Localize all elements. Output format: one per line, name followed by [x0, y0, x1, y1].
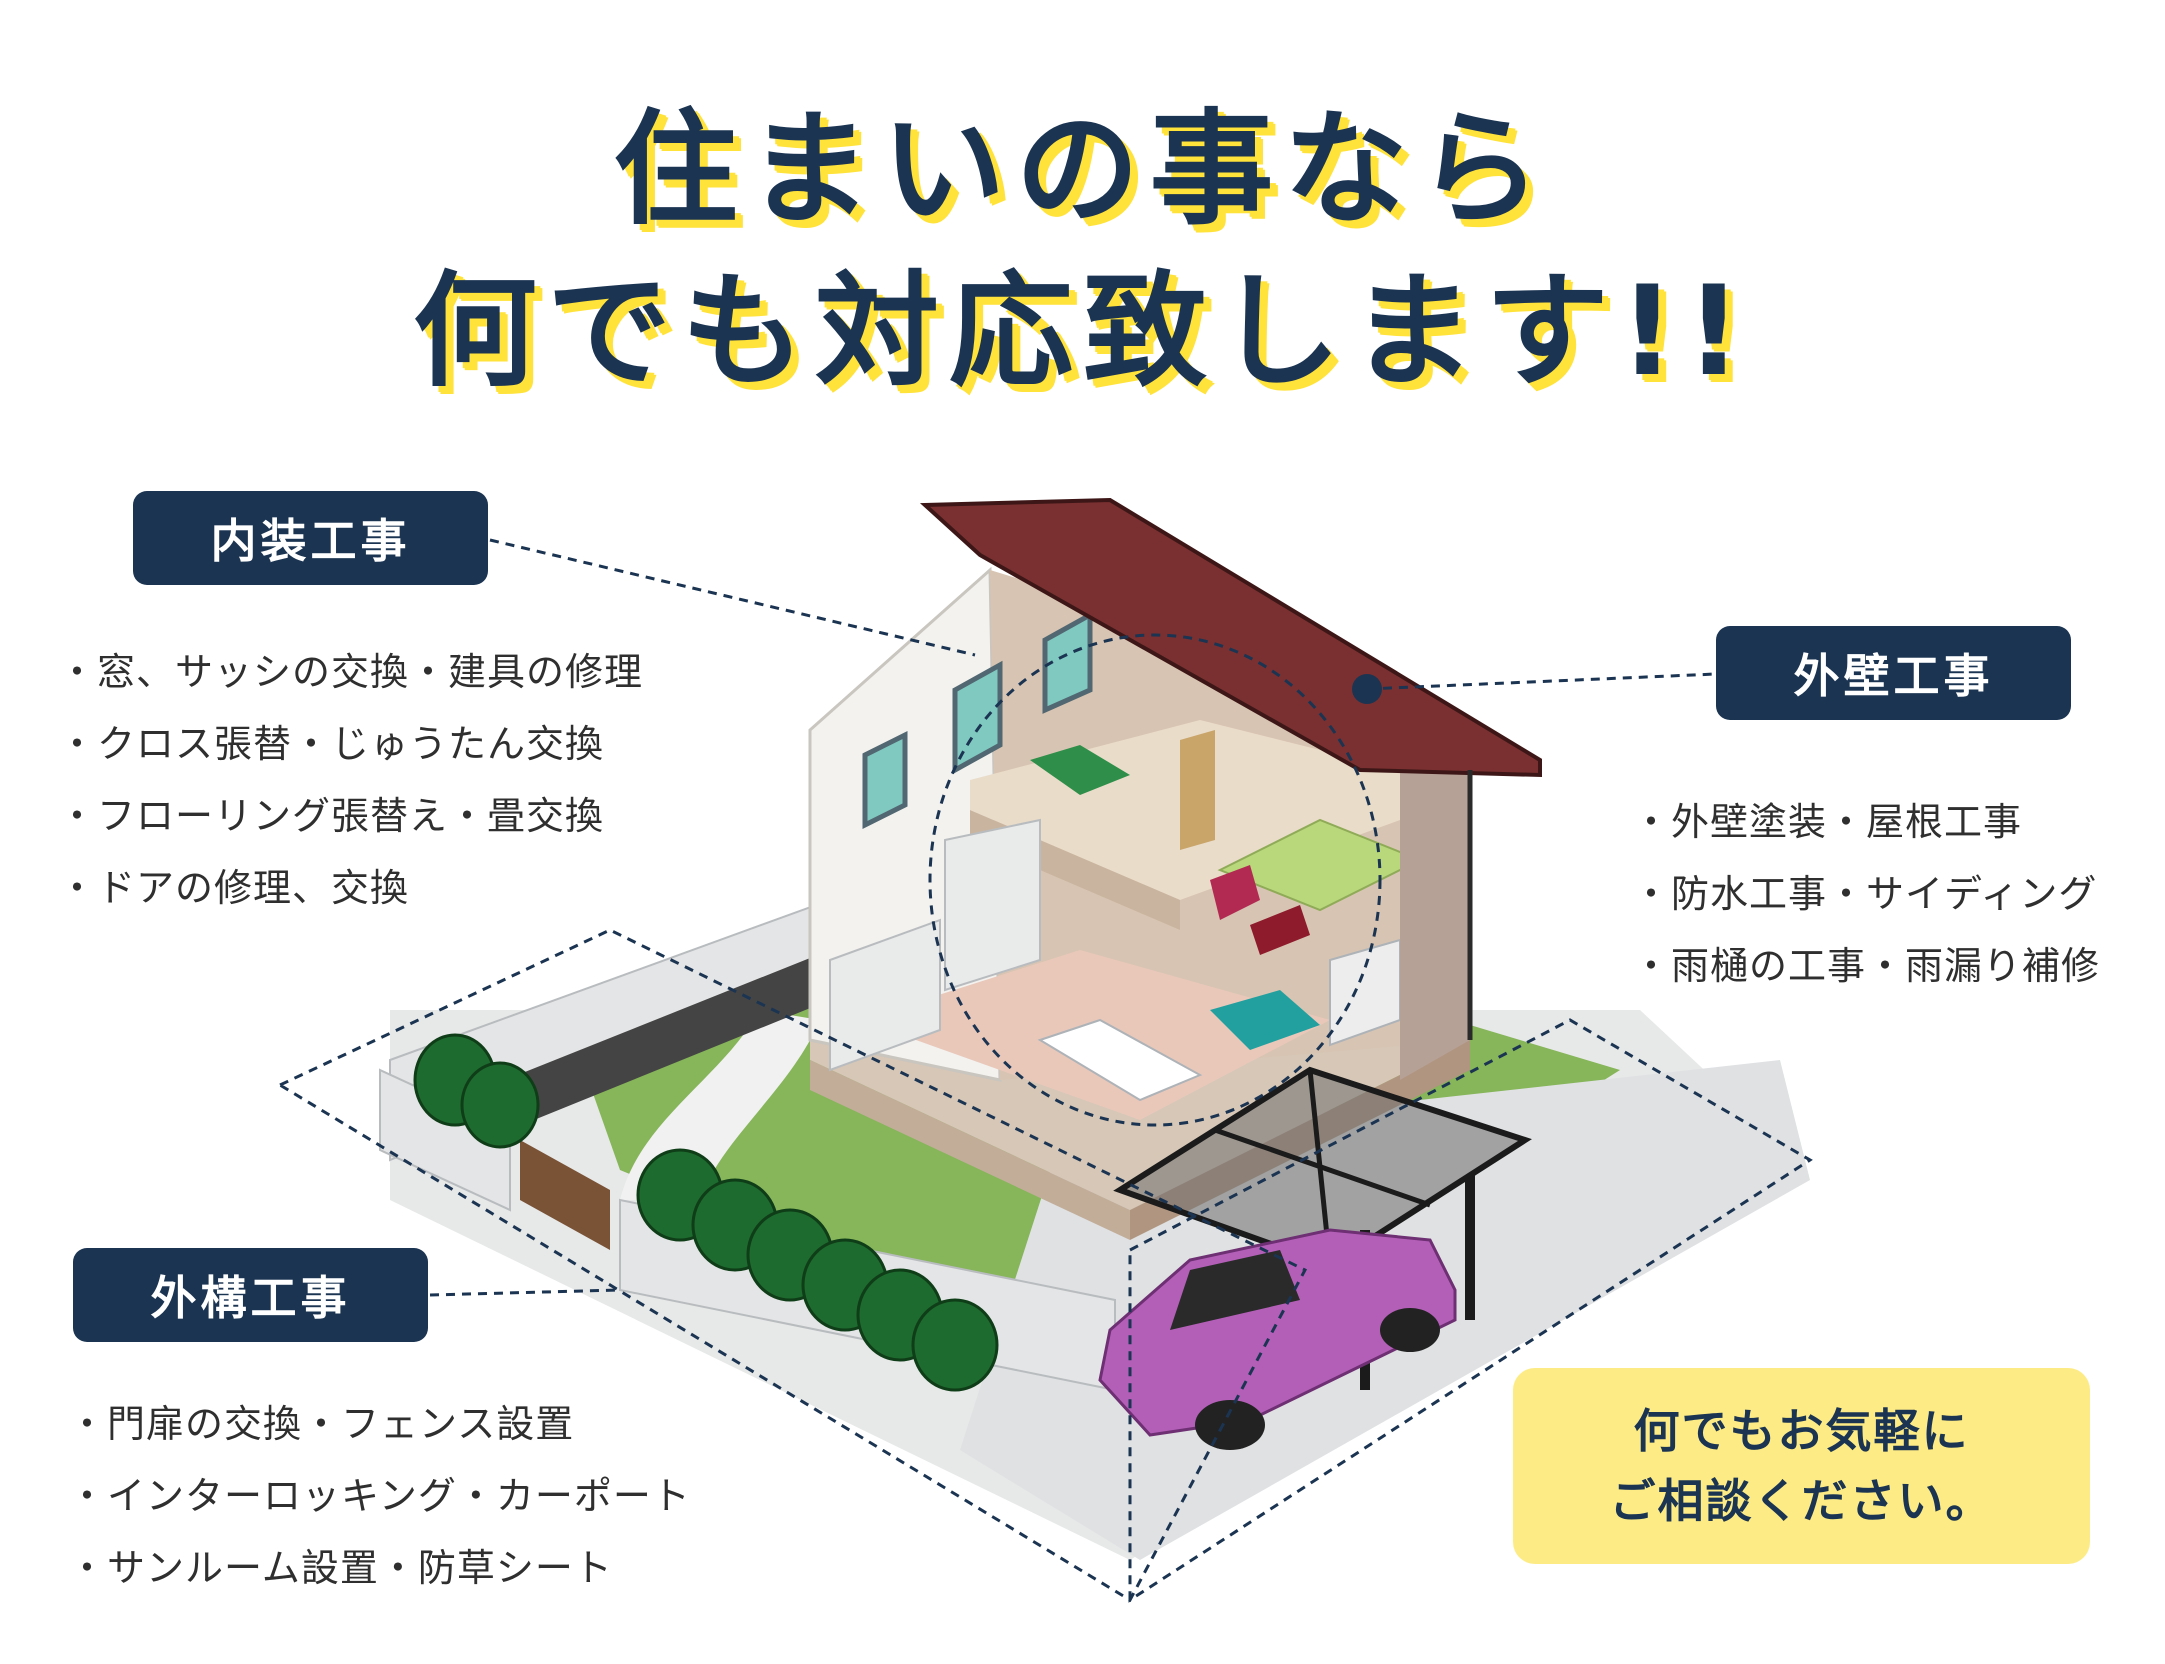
interior-list: ・窓、サッシの交換・建具の修理 ・クロス張替・じゅうたん交換 ・フローリング張替…: [58, 636, 643, 924]
interior-highlight-circle: [928, 633, 1382, 1127]
shrubs: [413, 1033, 999, 1392]
list-item: ・門扉の交換・フェンス設置: [68, 1402, 575, 1446]
exterior-highlight-outline: [276, 928, 1308, 1603]
car: [1098, 1228, 1457, 1450]
roof: [919, 497, 1542, 1040]
list-item: ・インターロッキング・カーポート: [68, 1474, 691, 1518]
list-item: ・フローリング張替え・畳交換: [58, 794, 605, 838]
headline-line-1: 住まいの事なら: [613, 98, 1552, 242]
exterior-label: 外構工事: [73, 1248, 428, 1342]
list-item: ・クロス張替・じゅうたん交換: [58, 722, 605, 766]
interior-leader-line: [489, 538, 976, 657]
carport-highlight-outline: [1128, 1018, 1813, 1603]
house: [808, 566, 1470, 1240]
list-item: ・窓、サッシの交換・建具の修理: [58, 650, 644, 694]
interior-label: 内装工事: [133, 491, 488, 585]
list-item: ・サンルーム設置・防草シート: [68, 1546, 613, 1590]
exterior-wall-list: ・外壁塗装・屋根工事 ・防水工事・サイディング ・雨樋の工事・雨漏り補修: [1632, 786, 2100, 1002]
exterior-list: ・門扉の交換・フェンス設置 ・インターロッキング・カーポート ・サンルーム設置・…: [68, 1388, 691, 1604]
list-item: ・外壁塗装・屋根工事: [1632, 800, 2023, 844]
list-item: ・ドアの修理、交換: [58, 866, 410, 910]
exterior-wall-label: 外壁工事: [1716, 626, 2071, 720]
list-item: ・雨樋の工事・雨漏り補修: [1632, 944, 2101, 988]
list-item: ・防水工事・サイディング: [1632, 872, 2098, 916]
exterior-wall-leader-line: [1366, 672, 1717, 691]
consultation-callout: 何でもお気軽に ご相談ください。: [1513, 1368, 2090, 1564]
callout-line-2: ご相談ください。: [1609, 1474, 1994, 1528]
callout-line-1: 何でもお気軽に: [1633, 1404, 1970, 1458]
headline-line-2: 何でも対応致します!!: [412, 260, 1753, 404]
